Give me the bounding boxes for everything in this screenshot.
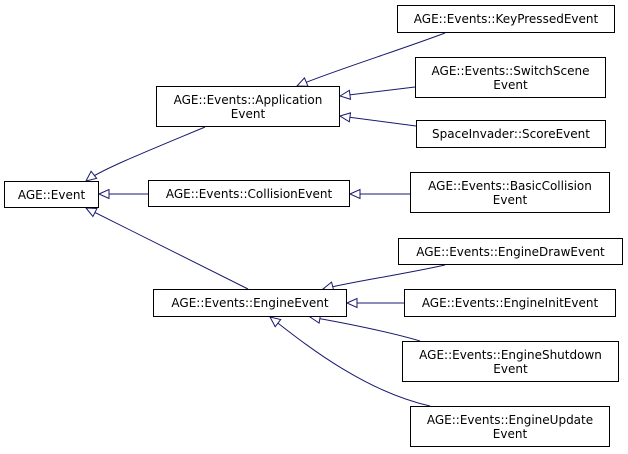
edge-collision-to-event-arrowhead	[97, 188, 110, 200]
node-engine-draw-event[interactable]: AGE::Events::EngineDrawEvent	[398, 238, 623, 265]
edge-switchscene-to-application-arrowhead	[338, 89, 352, 100]
edge-engine-to-event-arrowhead	[84, 207, 98, 218]
edge-basiccollision-to-collision-arrowhead	[348, 188, 361, 200]
node-age-event[interactable]: AGE::Event	[4, 181, 99, 208]
node-engine-shutdown-event[interactable]: AGE::Events::EngineShutdown Event	[402, 341, 619, 382]
node-collision-event[interactable]: AGE::Events::CollisionEvent	[148, 180, 350, 207]
node-score-event[interactable]: SpaceInvader::ScoreEvent	[416, 120, 606, 148]
node-engine-event[interactable]: AGE::Events::EngineEvent	[153, 289, 347, 317]
edge-switchscene-to-application	[339, 86, 416, 97]
edge-keypressed-to-application	[296, 32, 446, 87]
edge-enginedraw-to-engine	[322, 264, 446, 290]
node-engine-init-event[interactable]: AGE::Events::EngineInitEvent	[404, 289, 616, 317]
node-basic-collision-event[interactable]: AGE::Events::BasicCollision Event	[410, 172, 610, 213]
edge-engineupdate-to-engine	[269, 316, 431, 407]
edge-engineshutdown-to-engine	[309, 316, 421, 342]
node-engine-update-event[interactable]: AGE::Events::EngineUpdate Event	[410, 406, 610, 447]
edge-engineinit-to-engine-arrowhead	[345, 297, 358, 309]
edge-keypressed-to-application-arrowhead	[295, 77, 309, 87]
edge-application-to-event	[85, 126, 206, 182]
node-switch-scene-event[interactable]: AGE::Events::SwitchScene Event	[415, 57, 606, 98]
edge-score-to-application-arrowhead	[338, 112, 352, 123]
edge-engine-to-event	[85, 207, 249, 290]
edge-engineupdate-to-engine-arrowhead	[269, 316, 282, 328]
node-application-event[interactable]: AGE::Events::Application Event	[156, 86, 340, 127]
node-key-pressed-event[interactable]: AGE::Events::KeyPressedEvent	[397, 5, 615, 33]
edge-application-to-event-arrowhead	[85, 170, 98, 182]
edge-score-to-application	[339, 115, 417, 127]
